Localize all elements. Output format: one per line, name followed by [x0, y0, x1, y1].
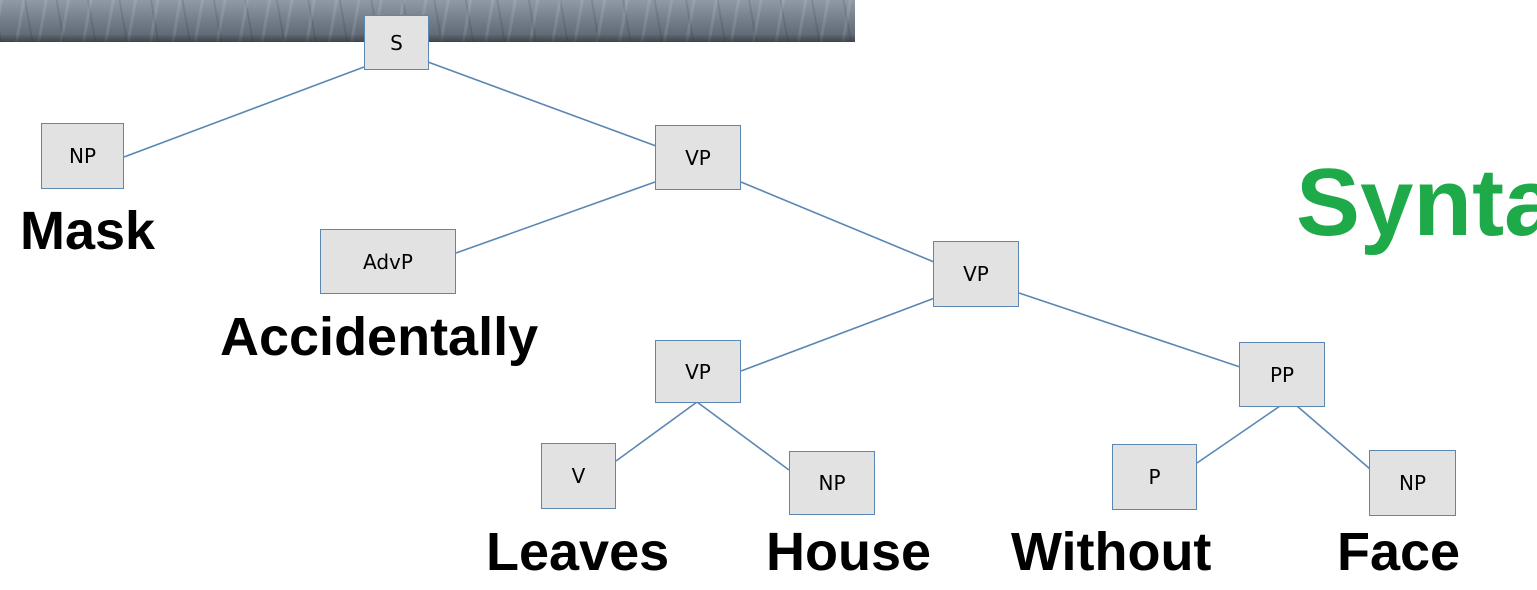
node-np-object: NP: [789, 451, 875, 515]
word-mask: Mask: [20, 201, 156, 261]
edge-s-np: [123, 66, 365, 158]
edge-vp-vp: [740, 181, 935, 263]
word-face: Face: [1337, 522, 1461, 582]
node-v: V: [541, 443, 616, 509]
node-advp: AdvP: [320, 229, 456, 294]
edge-vpmid-vplow: [740, 295, 941, 372]
edge-vp-advp: [455, 181, 656, 254]
node-np-subject: NP: [41, 123, 124, 189]
node-pp: PP: [1239, 342, 1325, 407]
edge-pp-np: [1296, 405, 1371, 470]
node-vp-mid: VP: [933, 241, 1019, 307]
node-p: P: [1112, 444, 1197, 510]
slide-title: Synta: [1296, 149, 1537, 256]
edge-vplow-np: [696, 401, 790, 471]
edge-s-vp: [427, 61, 657, 147]
node-vp-top: VP: [655, 125, 741, 190]
edge-vpmid-pp: [1018, 292, 1241, 368]
node-vp-low: VP: [655, 340, 741, 403]
word-house: House: [766, 522, 932, 582]
word-leaves: Leaves: [486, 522, 670, 582]
edge-vplow-v: [615, 401, 698, 462]
node-np-pp: NP: [1369, 450, 1456, 516]
word-without: Without: [1011, 522, 1212, 582]
node-s: S: [364, 15, 429, 70]
edge-pp-p: [1196, 405, 1281, 464]
word-accidentally: Accidentally: [220, 307, 539, 367]
